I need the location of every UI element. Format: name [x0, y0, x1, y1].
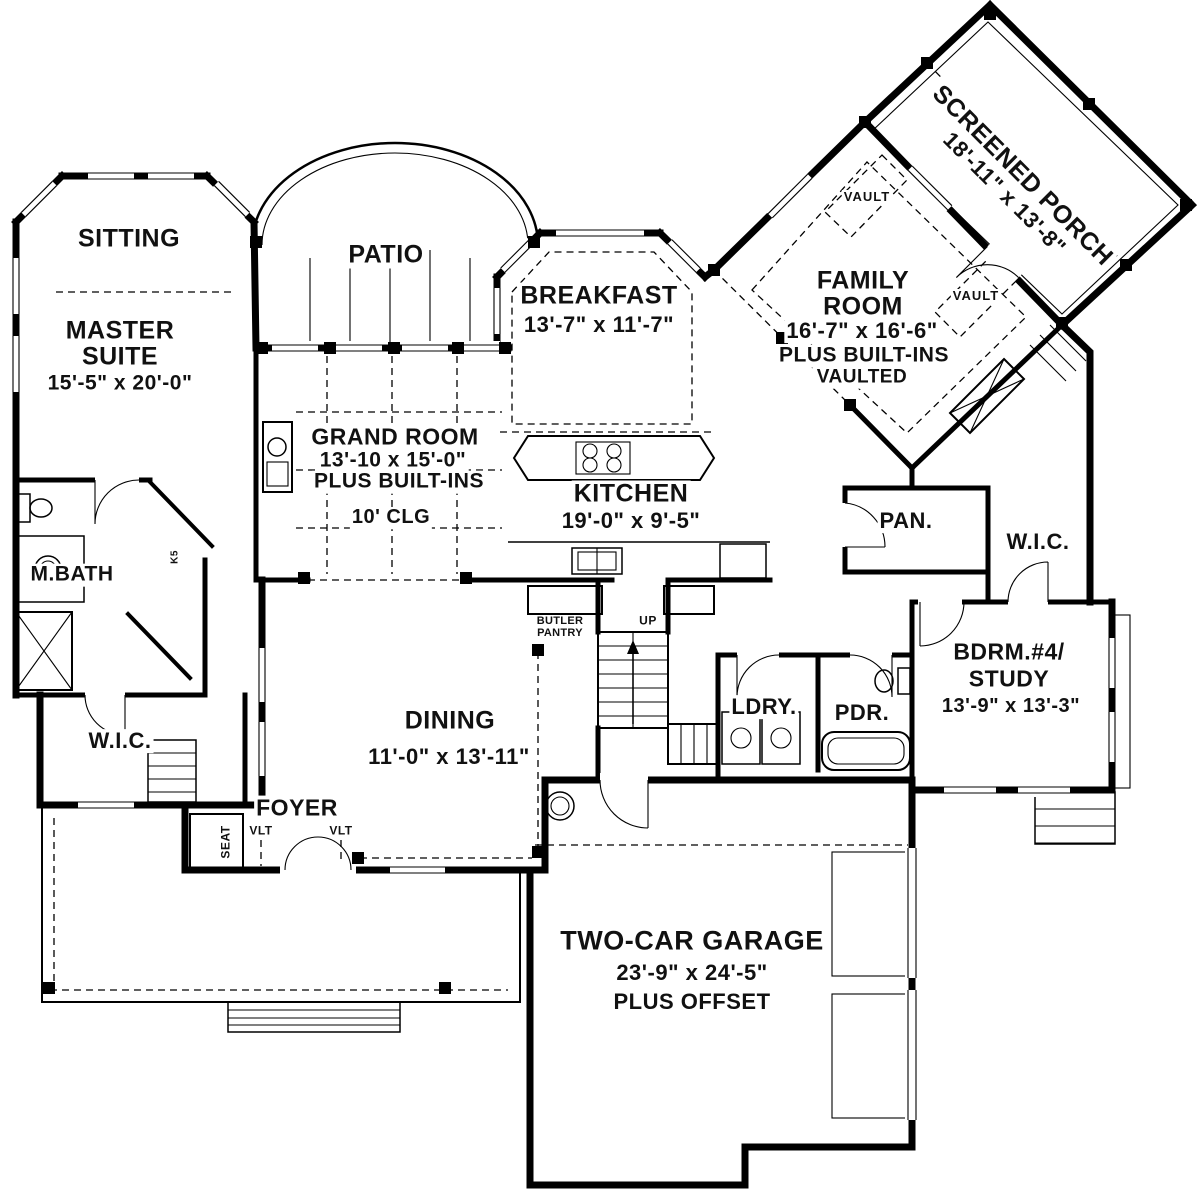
angled-closet-walls — [125, 479, 215, 681]
label-family-room-note2: VAULTED — [814, 366, 910, 389]
label-family-room-note1: PLUS BUILT-INS — [777, 343, 951, 368]
label-seat: SEAT — [218, 823, 233, 861]
label-dining-dims: 11'-0" x 13'-11" — [366, 744, 532, 770]
label-garage-note: PLUS OFFSET — [611, 989, 773, 1015]
label-family-room-dims: 16'-7" x 16'-6" — [784, 318, 940, 344]
label-master-suite-2: SUITE — [79, 342, 161, 371]
label-grand-room-dims: 13'-10 x 15'-0" — [317, 448, 469, 473]
label-foyer: FOYER — [254, 794, 340, 821]
label-stairs-up: UP — [637, 613, 659, 628]
label-patio: PATIO — [346, 240, 426, 269]
label-bedroom4-dims: 13'-9" x 13'-3" — [939, 695, 1083, 718]
label-grand-room: GRAND ROOM — [309, 423, 481, 450]
label-garage: TWO-CAR GARAGE — [558, 925, 826, 956]
label-butler-pantry-2: PANTRY — [535, 627, 585, 640]
label-powder: PDR. — [832, 700, 892, 726]
label-vault-lower: VAULT — [950, 287, 1002, 304]
label-family-room-2: ROOM — [821, 292, 905, 321]
label-butler-pantry-1: BUTLER — [534, 615, 586, 628]
label-master-suite-1: MASTER — [63, 316, 177, 345]
label-kitchen: KITCHEN — [571, 479, 691, 508]
label-grand-room-note: PLUS BUILT-INS — [312, 469, 486, 494]
label-master-bath: M.BATH — [28, 562, 116, 587]
label-master-suite-dims: 15'-5" x 20'-0" — [45, 371, 195, 396]
label-wic-left: W.I.C. — [86, 728, 154, 754]
columns — [43, 8, 1192, 994]
label-vlt-right: VLT — [327, 823, 355, 838]
label-vlt-left: VLT — [247, 823, 275, 838]
label-bedroom4-2: STUDY — [966, 665, 1052, 692]
label-family-room-1: FAMILY — [814, 266, 912, 295]
label-dining: DINING — [402, 706, 498, 735]
label-garage-dims: 23'-9" x 24'-5" — [614, 960, 770, 986]
label-wic-right: W.I.C. — [1004, 529, 1072, 555]
label-sitting: SITTING — [75, 224, 183, 253]
label-pantry: PAN. — [877, 508, 935, 534]
label-laundry: LDRY. — [729, 694, 799, 720]
windows-and-doors — [12, 163, 1116, 1120]
label-grand-room-ceiling: 10' CLG — [349, 506, 433, 529]
label-kitchen-dims: 19'-0" x 9'-5" — [559, 508, 703, 534]
label-breakfast-dims: 13'-7" x 11'-7" — [521, 312, 677, 338]
label-door-tag-k5: K5 — [169, 548, 182, 566]
label-vault-upper: VAULT — [841, 188, 893, 205]
label-bedroom4-1: BDRM.#4/ — [951, 638, 1067, 665]
label-breakfast: BREAKFAST — [518, 281, 680, 310]
